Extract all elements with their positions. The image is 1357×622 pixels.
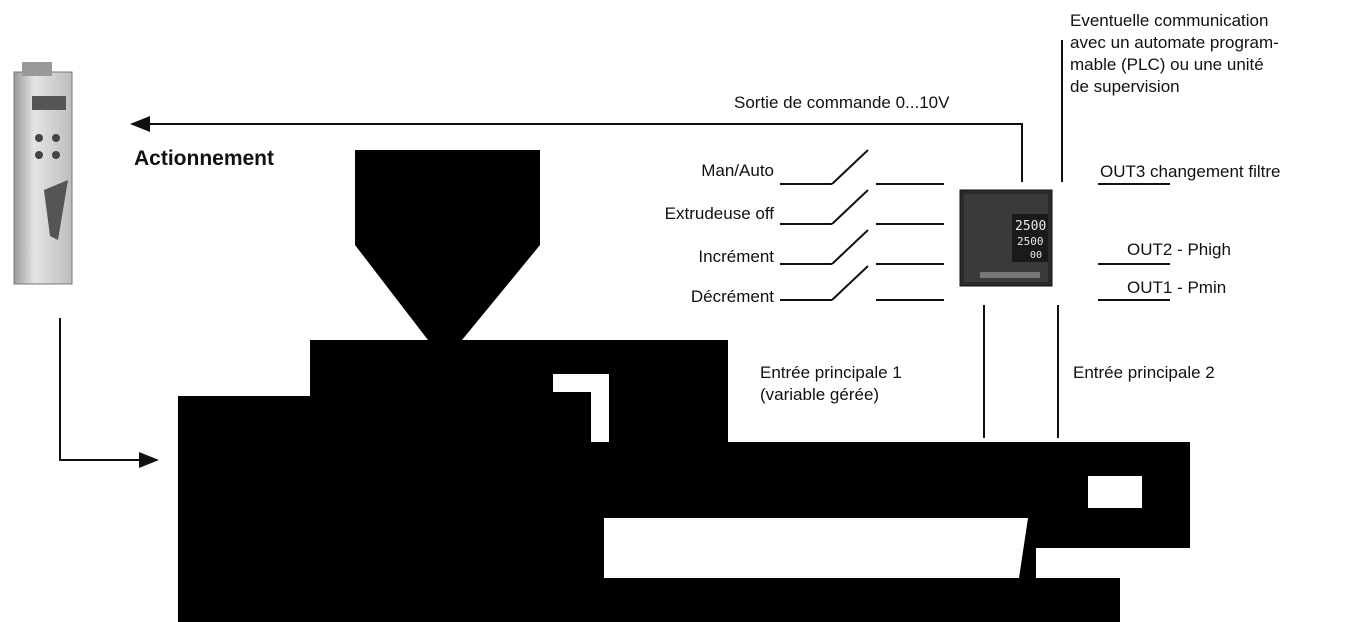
display-mid: 2500 <box>1017 235 1044 248</box>
slot-right-end <box>1120 548 1190 622</box>
extruder-machine <box>178 150 1190 622</box>
drive-key <box>35 151 43 159</box>
drive-key <box>35 134 43 142</box>
entree1-line-2: (variable gérée) <box>760 385 880 404</box>
extrudeuse-off-label: Extrudeuse off <box>664 204 774 223</box>
output-arrow-line <box>130 116 1023 182</box>
notch-right <box>1088 476 1142 508</box>
output-lines <box>1098 183 1170 301</box>
increment-label: Incrément <box>698 247 774 266</box>
decrement-label: Décrément <box>690 287 774 306</box>
hopper <box>355 150 540 340</box>
drive-logo <box>44 180 68 240</box>
barrel-slot <box>604 518 1028 578</box>
controller-screen <box>1012 214 1048 262</box>
barrel-cutout-side <box>591 374 609 442</box>
drive-key <box>52 151 60 159</box>
display-top: 2500 <box>1015 219 1046 234</box>
entree1-label: Entrée principale 1 (variable gérée) <box>760 362 902 406</box>
out3-label: OUT3 changement filtre <box>1100 162 1281 181</box>
communication-label: Eventuelle communication avec un automat… <box>1070 10 1350 98</box>
communication-line-2: avec un automate program- <box>1070 33 1279 52</box>
sortie-label: Sortie de commande 0...10V <box>734 93 950 112</box>
entree1-line-1: Entrée principale 1 <box>760 363 902 382</box>
entree2-label: Entrée principale 2 <box>1073 363 1215 382</box>
communication-line-4: de supervision <box>1070 77 1180 96</box>
communication-line-1: Eventuelle communication <box>1070 11 1269 30</box>
drive-display <box>32 96 66 110</box>
communication-line-3: mable (PLC) ou une unité <box>1070 55 1264 74</box>
extruder-body <box>178 340 1190 622</box>
out1-label: OUT1 - Pmin <box>1127 278 1227 297</box>
display-bot: 00 <box>1030 250 1042 261</box>
out2-label: OUT2 - Phigh <box>1127 240 1231 259</box>
drive-unit <box>13 62 73 285</box>
actionnement-label: Actionnement <box>134 147 275 170</box>
controller-unit: 2500 2500 00 <box>959 189 1053 287</box>
man-auto-label: Man/Auto <box>701 161 774 180</box>
slot-right <box>1036 548 1122 578</box>
drive-to-machine-arrow <box>59 318 159 468</box>
switches <box>780 149 944 301</box>
drive-key <box>52 134 60 142</box>
